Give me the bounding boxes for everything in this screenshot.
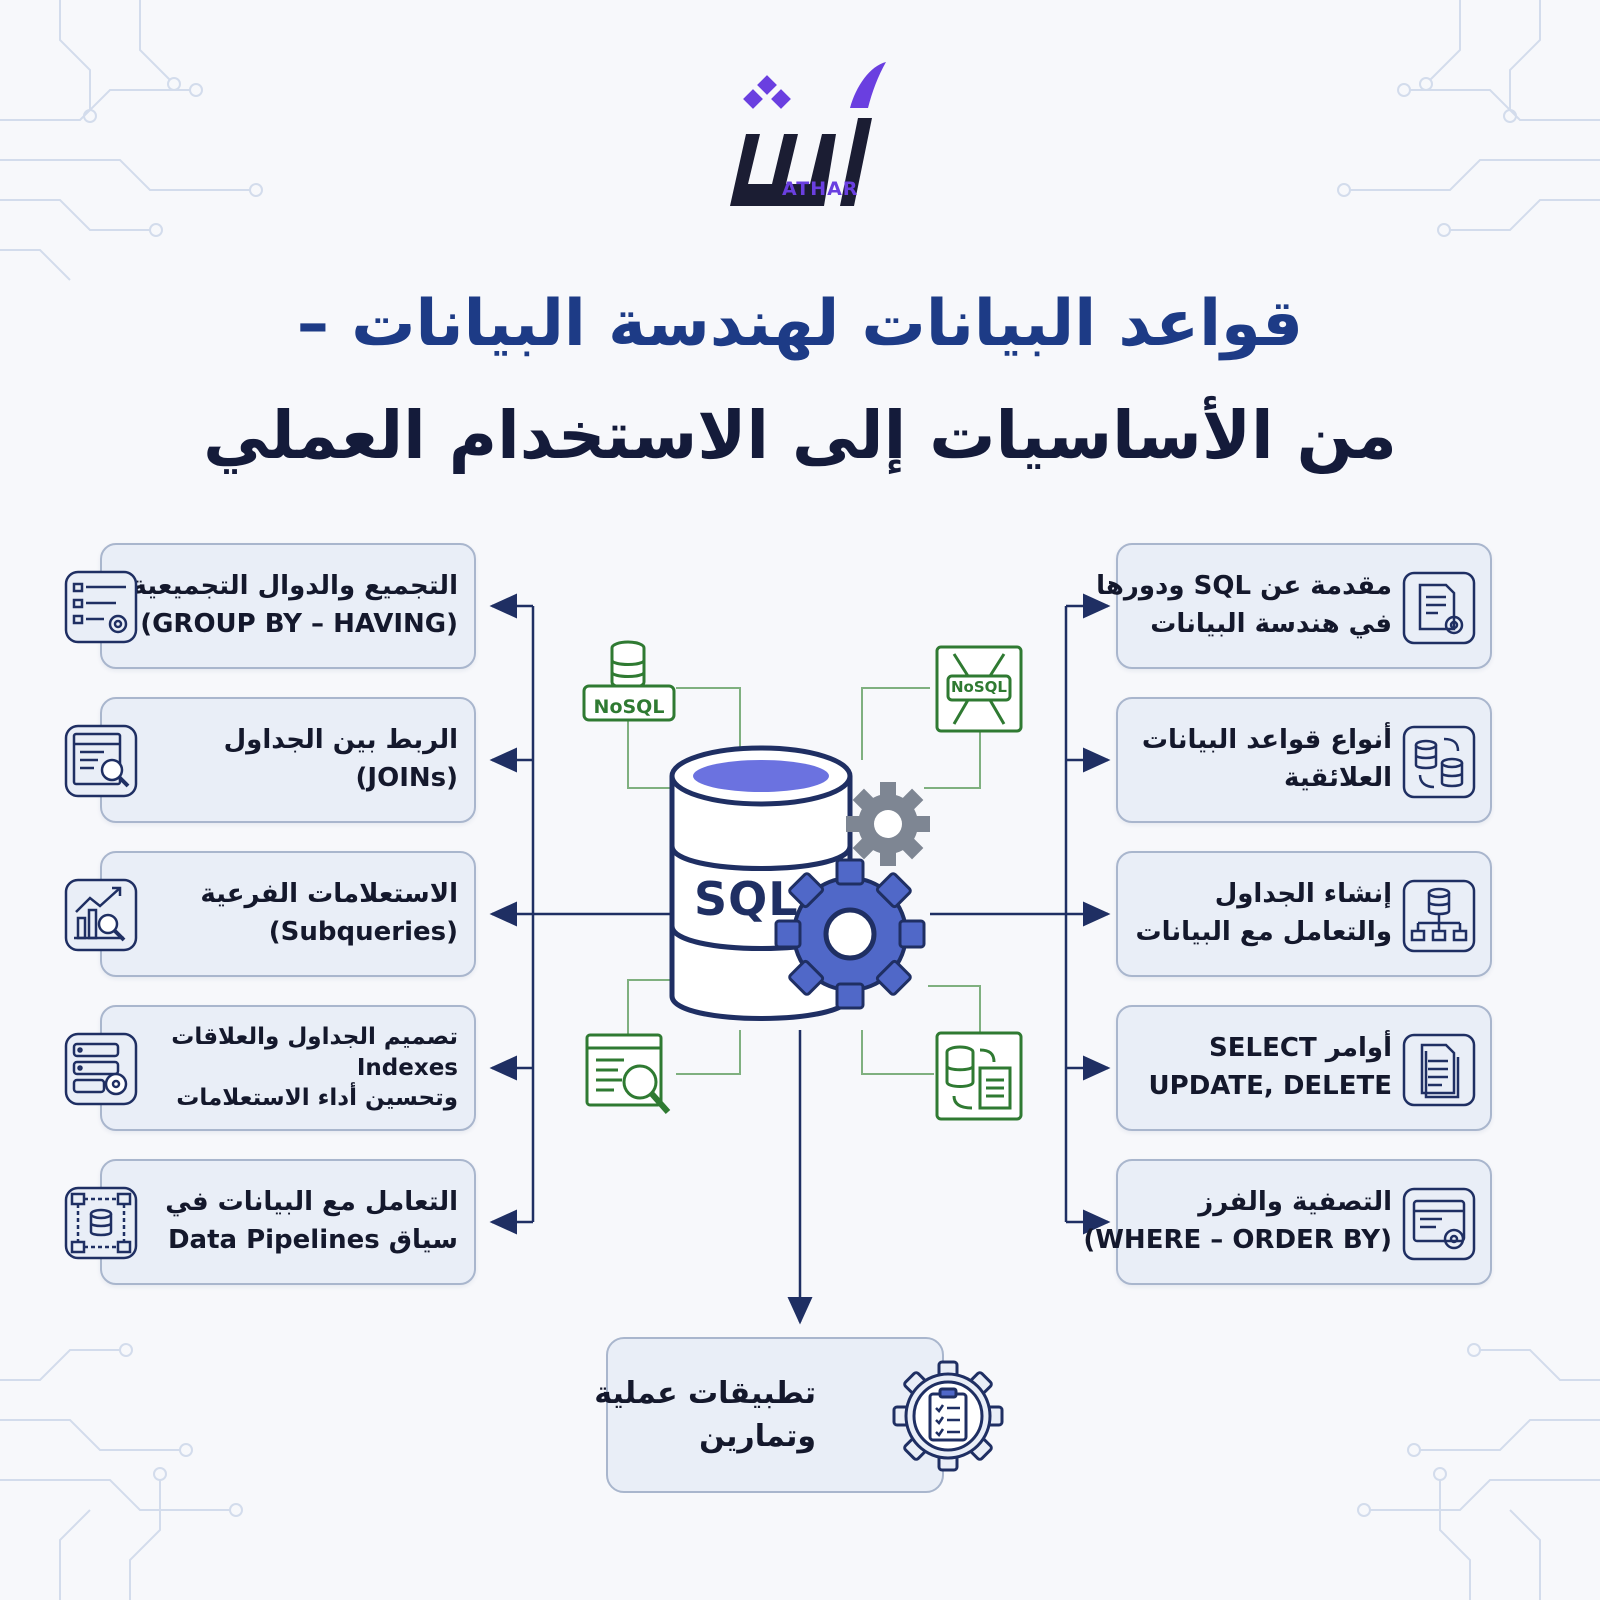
nosql-network-icon (935, 645, 1023, 733)
topic-card-subqueries[interactable]: الاستعلامات الفرعية (Subqueries) (100, 851, 476, 977)
card-line: (Subqueries) (268, 917, 458, 947)
window-gear-icon (1402, 1187, 1476, 1261)
topic-card-data-pipelines[interactable]: التعامل مع البيانات في سياق Data Pipeline… (100, 1159, 476, 1285)
gear-checklist-icon (892, 1360, 1004, 1472)
card-line: وتحسين أداء الاستعلامات (176, 1085, 458, 1112)
topic-card-where-order-by[interactable]: التصفية والفرز (WHERE – ORDER BY) (1083, 1159, 1492, 1285)
topic-card-design-indexes[interactable]: تصميم الجداول والعلاقات Indexes وتحسين أدا… (100, 1005, 476, 1131)
logo-wordmark: ATHAR (782, 178, 859, 200)
topic-card-create-tables[interactable]: إنشاء الجداول والتعامل مع البيانات (1116, 851, 1492, 977)
card-line: في هندسة البيانات (1150, 609, 1392, 639)
card-line: تصميم الجداول والعلاقات (171, 1024, 458, 1051)
chart-search-icon (64, 878, 138, 952)
pipeline-database-icon (64, 1186, 138, 1260)
database-hierarchy-icon (1402, 879, 1476, 953)
topic-card-relational-types[interactable]: أنواع قواعد البيانات العلائقية (1116, 697, 1492, 823)
card-line: مقدمة عن SQL ودورها (1096, 571, 1392, 602)
page-title-line-1: قواعد البيانات لهندسة البيانات – (296, 287, 1304, 361)
card-line: تطبيقات عملية (594, 1375, 816, 1411)
nosql-tag-right: NoSQL (951, 678, 1007, 696)
card-line: التعامل مع البيانات في (165, 1187, 458, 1218)
sql-label: SQL (694, 872, 799, 926)
topic-card-joins[interactable]: الربط بين الجداول (JOINs) (100, 697, 476, 823)
document-stack-icon (1402, 1033, 1476, 1107)
nosql-tag-left: NoSQL (593, 696, 665, 718)
card-line: (WHERE – ORDER BY) (1083, 1225, 1392, 1255)
card-line: Indexes (356, 1054, 458, 1081)
nosql-database-icon (582, 640, 676, 722)
code-search-icon (585, 1033, 671, 1114)
card-line: التجميع والدوال التجميعية (131, 571, 458, 602)
card-line: (JOINs) (355, 763, 458, 793)
document-search-icon (64, 724, 138, 798)
athar-logo (730, 62, 886, 206)
database-transfer-icon (935, 1031, 1023, 1121)
card-line: أنواع قواعد البيانات (1141, 725, 1392, 756)
card-line: والتعامل مع البيانات (1135, 917, 1392, 947)
card-line: أوامر SELECT (1209, 1033, 1392, 1064)
topic-card-sql-intro[interactable]: مقدمة عن SQL ودورها في هندسة البيانات (1096, 543, 1492, 669)
card-line: الربط بين الجداول (223, 725, 458, 756)
topic-card-group-by[interactable]: التجميع والدوال التجميعية (GROUP BY – HAV… (100, 543, 476, 669)
database-sync-icon (1402, 725, 1476, 799)
sql-database-icon (669, 745, 930, 1021)
card-line: إنشاء الجداول (1214, 879, 1392, 910)
card-line: وتمارين (699, 1419, 816, 1454)
document-gear-icon (1402, 571, 1476, 645)
topic-card-practical-exercises[interactable]: تطبيقات عملية وتمارين (594, 1337, 944, 1493)
list-gear-icon (64, 570, 138, 644)
card-line: سياق Data Pipelines (167, 1225, 458, 1255)
topic-card-select-update-delete[interactable]: أوامر SELECT UPDATE, DELETE (1116, 1005, 1492, 1131)
card-line: UPDATE, DELETE (1148, 1071, 1392, 1101)
card-line: التصفية والفرز (1198, 1187, 1392, 1218)
card-line: (GROUP BY – HAVING) (140, 609, 458, 639)
page-title-line-2: من الأساسيات إلى الاستخدام العملي (203, 397, 1397, 474)
server-gear-icon (64, 1032, 138, 1106)
card-line: الاستعلامات الفرعية (200, 879, 458, 910)
card-line: العلائقية (1284, 763, 1392, 793)
